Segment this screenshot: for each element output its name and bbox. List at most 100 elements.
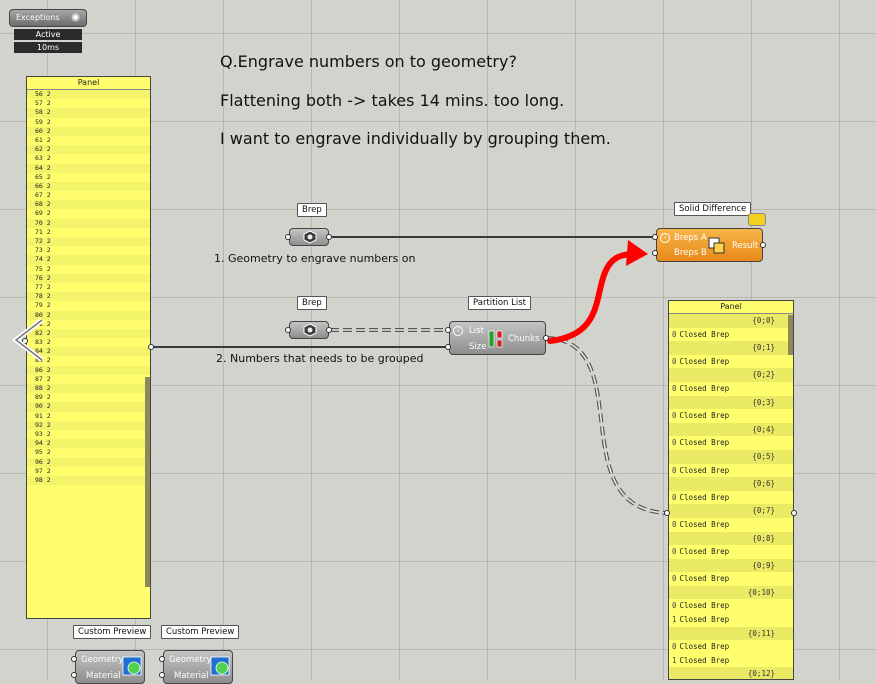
- branch-item-index: 1: [672, 615, 677, 625]
- partition-list-component[interactable]: i List Size Chunks: [449, 321, 546, 355]
- custom-preview-2-input-geometry[interactable]: Geometry: [169, 655, 212, 665]
- warning-balloon[interactable]: [748, 213, 766, 226]
- right-panel-scrollbar[interactable]: [788, 315, 793, 355]
- solid-difference-tag: Solid Difference: [674, 202, 752, 216]
- left-panel-input-grip[interactable]: [22, 338, 28, 344]
- left-panel-output-grip[interactable]: [148, 344, 154, 350]
- branch-path: {0;3}: [669, 395, 793, 410]
- custom-preview-2-tag: Custom Preview: [161, 625, 240, 639]
- custom-preview-2-input-material[interactable]: Material: [174, 671, 209, 681]
- breps-b-input-grip[interactable]: [652, 250, 658, 256]
- branch-path: {0;8}: [669, 531, 793, 546]
- left-panel-row: 92 2: [27, 420, 150, 430]
- custom-preview-1-geometry-grip[interactable]: [71, 656, 77, 662]
- right-panel-input-grip[interactable]: [664, 510, 670, 516]
- branch-item-index: 0: [672, 411, 677, 421]
- partition-input-list[interactable]: List: [469, 326, 484, 336]
- branch-item-index: 0: [672, 642, 677, 652]
- custom-preview-1-input-material[interactable]: Material: [86, 671, 121, 681]
- branch-item-value: Closed Brep: [679, 642, 730, 652]
- solid-difference-icon: [708, 237, 725, 254]
- left-panel-scrollbar[interactable]: [145, 377, 150, 587]
- left-panel-row: 68 2: [27, 200, 150, 210]
- branch-item-index: 0: [672, 547, 677, 557]
- left-panel-row: 76 2: [27, 273, 150, 283]
- branch-item-value: Closed Brep: [679, 329, 730, 339]
- result-output-grip[interactable]: [760, 242, 766, 248]
- solid-difference-output-result[interactable]: Result: [732, 241, 759, 251]
- branch-item-index: 0: [672, 601, 677, 611]
- left-panel-row: 74 2: [27, 255, 150, 265]
- solid-difference-input-breps-a[interactable]: Breps A: [674, 233, 707, 243]
- custom-preview-1-component[interactable]: Geometry Material: [75, 650, 145, 684]
- custom-preview-2-geometry-grip[interactable]: [159, 656, 165, 662]
- branch-item-index: 0: [672, 383, 677, 393]
- brep2-input-grip[interactable]: [285, 327, 291, 333]
- brep2-component[interactable]: [289, 321, 329, 339]
- left-panel-row: 86 2: [27, 365, 150, 375]
- left-panel-row: 60 2: [27, 126, 150, 136]
- exceptions-title: Exceptions: [16, 13, 60, 22]
- left-panel-row: 73 2: [35, 246, 51, 255]
- branch-path: {0;1}: [669, 341, 793, 355]
- brep2-output-grip[interactable]: [326, 327, 332, 333]
- left-panel-row: 58 2: [27, 108, 150, 118]
- branch-item-value: Closed Brep: [679, 465, 730, 475]
- left-panel-row: 75 2: [35, 264, 51, 273]
- left-panel-row: 64 2: [27, 163, 150, 173]
- eye-icon: ◉: [71, 12, 80, 23]
- custom-preview-1-material-grip[interactable]: [71, 672, 77, 678]
- branch-path: {0;4}: [669, 422, 793, 437]
- numbers-label: 2. Numbers that needs to be grouped: [216, 352, 424, 365]
- brep1-input-grip[interactable]: [285, 234, 291, 240]
- left-panel-row: 78 2: [27, 292, 150, 302]
- left-panel-row: 59 2: [35, 117, 51, 126]
- brep1-tag: Brep: [297, 203, 327, 217]
- brep1-output-grip[interactable]: [326, 234, 332, 240]
- custom-preview-2-component[interactable]: Geometry Material: [163, 650, 233, 684]
- left-panel-row: 91 2: [35, 411, 51, 420]
- branch-item-index: 0: [672, 574, 677, 584]
- partition-size-input-grip[interactable]: [445, 344, 451, 350]
- chevron-left-icon[interactable]: [12, 318, 46, 362]
- breps-a-input-grip[interactable]: [652, 234, 658, 240]
- branch-item-index: 0: [672, 492, 677, 502]
- left-panel-row: 93 2: [35, 429, 51, 438]
- branch-item-value: Closed Brep: [679, 411, 730, 421]
- left-panel-row: 67 2: [35, 191, 51, 200]
- custom-preview-1-input-geometry[interactable]: Geometry: [81, 655, 124, 665]
- branch-path: {0;7}: [669, 504, 793, 518]
- info-icon: i: [453, 326, 463, 336]
- partition-input-size[interactable]: Size: [469, 342, 487, 352]
- partition-output-chunks[interactable]: Chunks: [508, 334, 540, 344]
- branch-item-value: Closed Brep: [679, 438, 730, 448]
- solid-difference-component[interactable]: i Breps A Breps B Result: [656, 228, 763, 262]
- branch-path: {0;6}: [669, 477, 793, 491]
- left-panel-row: 61 2: [35, 135, 51, 144]
- brep1-component[interactable]: [289, 228, 329, 246]
- left-panel-row: 57 2: [35, 99, 51, 108]
- branch-item-value: Closed Brep: [679, 601, 730, 611]
- branch-path: {0;11}: [669, 626, 793, 641]
- branch-item-value: Closed Brep: [679, 574, 730, 584]
- partition-list-input-grip[interactable]: [445, 327, 451, 333]
- custom-preview-2-material-grip[interactable]: [159, 672, 165, 678]
- left-panel-row: 96 2: [27, 457, 150, 467]
- branch-path: {0;10}: [669, 585, 793, 600]
- solid-difference-input-breps-b[interactable]: Breps B: [674, 248, 707, 258]
- right-panel-output-grip[interactable]: [791, 510, 797, 516]
- exceptions-widget[interactable]: Exceptions ◉: [9, 9, 87, 27]
- wire-chunks-to-panel: [545, 336, 669, 515]
- partition-chunks-output-grip[interactable]: [543, 335, 549, 341]
